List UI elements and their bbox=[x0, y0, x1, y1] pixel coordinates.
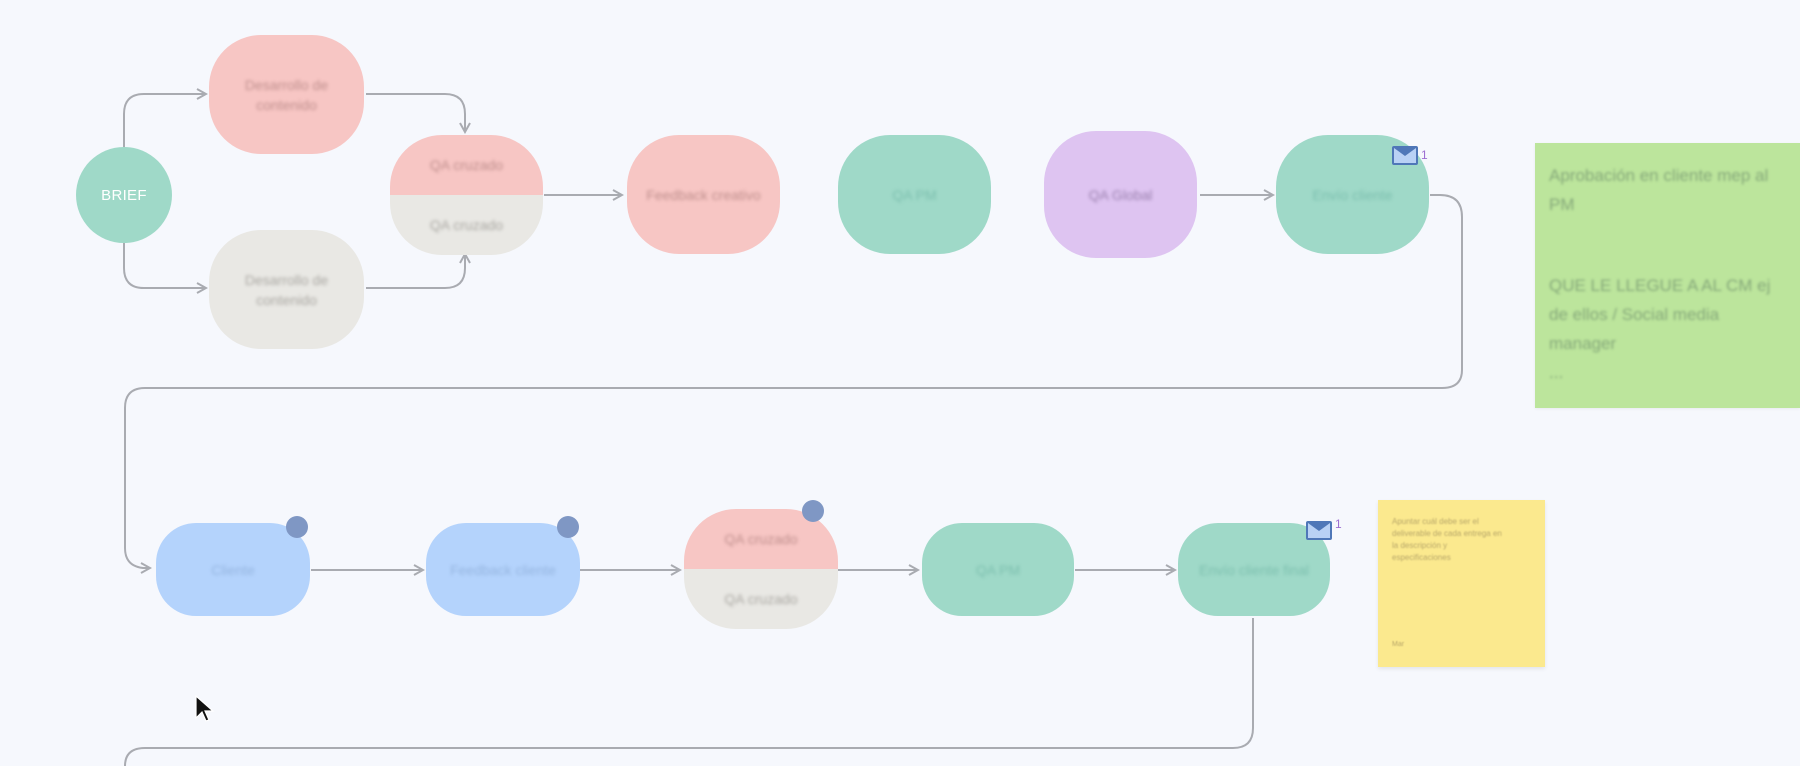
sticky-text: Aprobación en cliente mep al PM bbox=[1549, 166, 1769, 214]
brief-start-node[interactable]: BRIEF bbox=[76, 147, 172, 243]
qa-cross-split-node[interactable]: QA cruzado QA cruzado bbox=[390, 135, 543, 255]
envelope-icon[interactable] bbox=[1392, 146, 1418, 165]
node-label: Desarrollo de contenido bbox=[244, 76, 329, 113]
qa-pm-node-2[interactable]: QA PM bbox=[922, 523, 1074, 616]
qa-split-top: QA cruzado bbox=[390, 135, 543, 195]
node-label: QA Global bbox=[1088, 186, 1153, 203]
comment-count: 1 bbox=[1421, 148, 1428, 162]
node-label: Envío cliente final bbox=[1199, 561, 1309, 578]
node-label: QA PM bbox=[975, 561, 1021, 578]
sticky-author: Mar bbox=[1392, 641, 1405, 648]
feedback-creative-node[interactable]: Feedback creativo bbox=[627, 135, 780, 254]
qa-pm-node[interactable]: QA PM bbox=[838, 135, 991, 254]
qa-split-bottom: QA cruzado bbox=[390, 195, 543, 255]
sticky-text: ... bbox=[1549, 363, 1564, 382]
qa-split-bottom: QA cruzado bbox=[684, 569, 838, 629]
link-envio-loop bbox=[124, 194, 1463, 568]
qa-cross-split-node-2[interactable]: QA cruzado QA cruzado bbox=[684, 509, 838, 629]
avatar-dot-icon[interactable] bbox=[286, 516, 308, 538]
dev-content-node-b[interactable]: Desarrollo de contenido bbox=[209, 230, 364, 349]
link-bottom-qa bbox=[366, 254, 465, 289]
dev-content-node-a[interactable]: Desarrollo de contenido bbox=[209, 35, 364, 154]
client-delivery-node[interactable]: Envío cliente bbox=[1276, 135, 1429, 254]
sticky-text: Apuntar cuál debe ser el deliverable de … bbox=[1392, 517, 1502, 562]
client-delivery-final-node[interactable]: Envío cliente final bbox=[1178, 523, 1330, 616]
link-final-down bbox=[124, 618, 1254, 766]
yellow-sticky-note[interactable]: Apuntar cuál debe ser el deliverable de … bbox=[1378, 500, 1545, 667]
qa-global-node[interactable]: QA Global bbox=[1044, 131, 1197, 258]
client-feedback-node[interactable]: Feedback cliente bbox=[426, 523, 580, 616]
node-label: Feedback cliente bbox=[450, 561, 556, 578]
brief-label: BRIEF bbox=[101, 186, 147, 204]
avatar-dot-icon[interactable] bbox=[557, 516, 579, 538]
node-label: Cliente bbox=[211, 561, 255, 578]
green-sticky-note[interactable]: Aprobación en cliente mep al PM QUE LE L… bbox=[1535, 143, 1800, 408]
client-node[interactable]: Cliente bbox=[156, 523, 310, 616]
link-brief-bottom bbox=[123, 243, 206, 288]
node-label: QA PM bbox=[892, 186, 937, 203]
comment-count: 1 bbox=[1335, 517, 1342, 531]
node-label: Feedback creativo bbox=[646, 186, 761, 203]
avatar-dot-icon[interactable] bbox=[802, 500, 824, 522]
link-top-qa bbox=[366, 93, 465, 132]
link-brief-top bbox=[123, 94, 206, 147]
node-label: Desarrollo de contenido bbox=[244, 271, 329, 308]
sticky-text: QUE LE LLEGUE A AL CM ej de ellos / Soci… bbox=[1549, 276, 1771, 353]
envelope-icon[interactable] bbox=[1306, 521, 1332, 540]
node-label: Envío cliente bbox=[1312, 186, 1393, 203]
mouse-pointer-icon bbox=[195, 694, 215, 722]
